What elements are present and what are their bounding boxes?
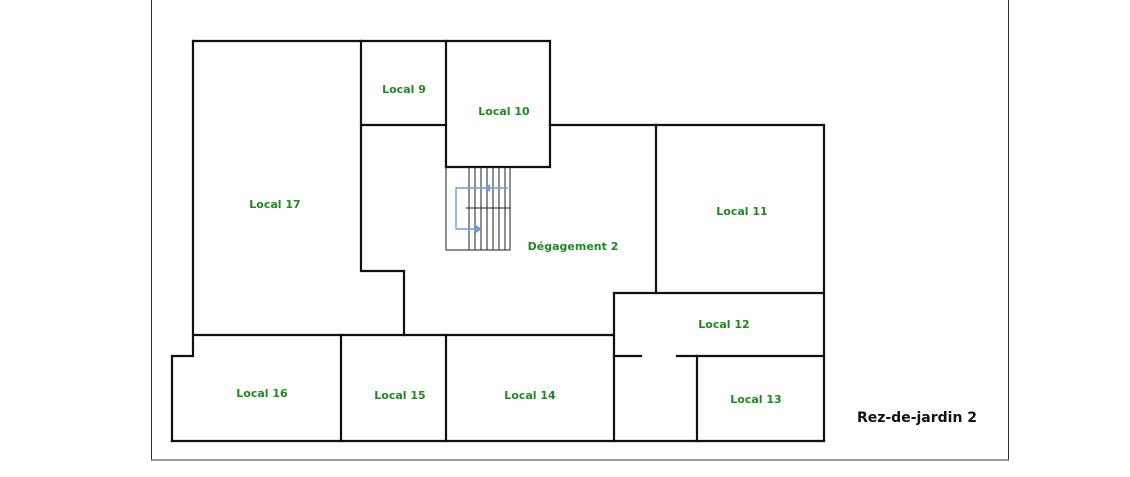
stair-arrow-head-down (476, 225, 482, 233)
room-label-local-16: Local 16 (236, 387, 288, 400)
room-label-local-17: Local 17 (249, 198, 300, 211)
wall-top-right (548, 123, 826, 443)
walls (170, 39, 826, 443)
room-label-local-13: Local 13 (730, 393, 781, 406)
drawing-frame (151, 0, 1009, 461)
room-label-local-11: Local 11 (716, 205, 767, 218)
stair-arrow-head-up (484, 184, 490, 192)
room-label-local-14: Local 14 (504, 389, 556, 402)
wall-local-17-right (359, 39, 406, 337)
room-label-degagement-2: Dégagement 2 (528, 240, 619, 253)
room-label-local-9: Local 9 (382, 83, 426, 96)
wall-top-left (191, 39, 552, 169)
room-label-local-10: Local 10 (478, 105, 530, 118)
stair-direction-arrow (455, 187, 508, 230)
room-label-local-12: Local 12 (698, 318, 749, 331)
staircase (445, 167, 511, 251)
level-label: Rez-de-jardin 2 (857, 410, 977, 426)
wall-local-17 (170, 39, 195, 443)
room-label-local-15: Local 15 (374, 389, 425, 402)
